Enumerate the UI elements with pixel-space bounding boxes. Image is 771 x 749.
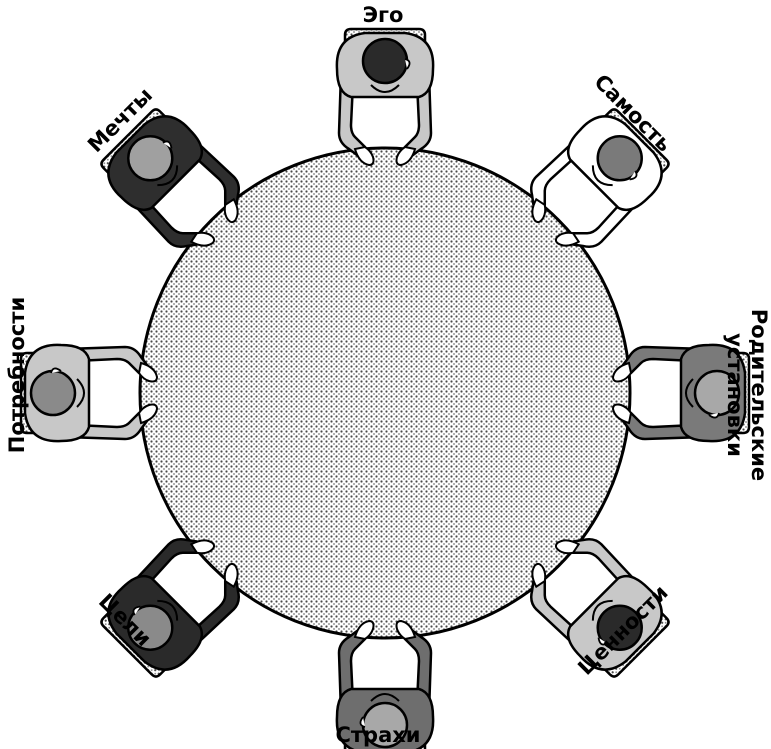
person-needs <box>21 345 157 441</box>
round-table <box>140 148 630 638</box>
label-ego: Эго <box>363 3 404 27</box>
label-parental-line1: Родительские <box>747 309 771 481</box>
person-ego <box>337 29 433 165</box>
label-needs: Потребности <box>5 297 29 453</box>
label-fears: Страхи <box>335 723 420 747</box>
head-needs <box>31 371 75 415</box>
label-parental-line2: установки <box>723 333 747 457</box>
head-ego <box>363 39 407 83</box>
